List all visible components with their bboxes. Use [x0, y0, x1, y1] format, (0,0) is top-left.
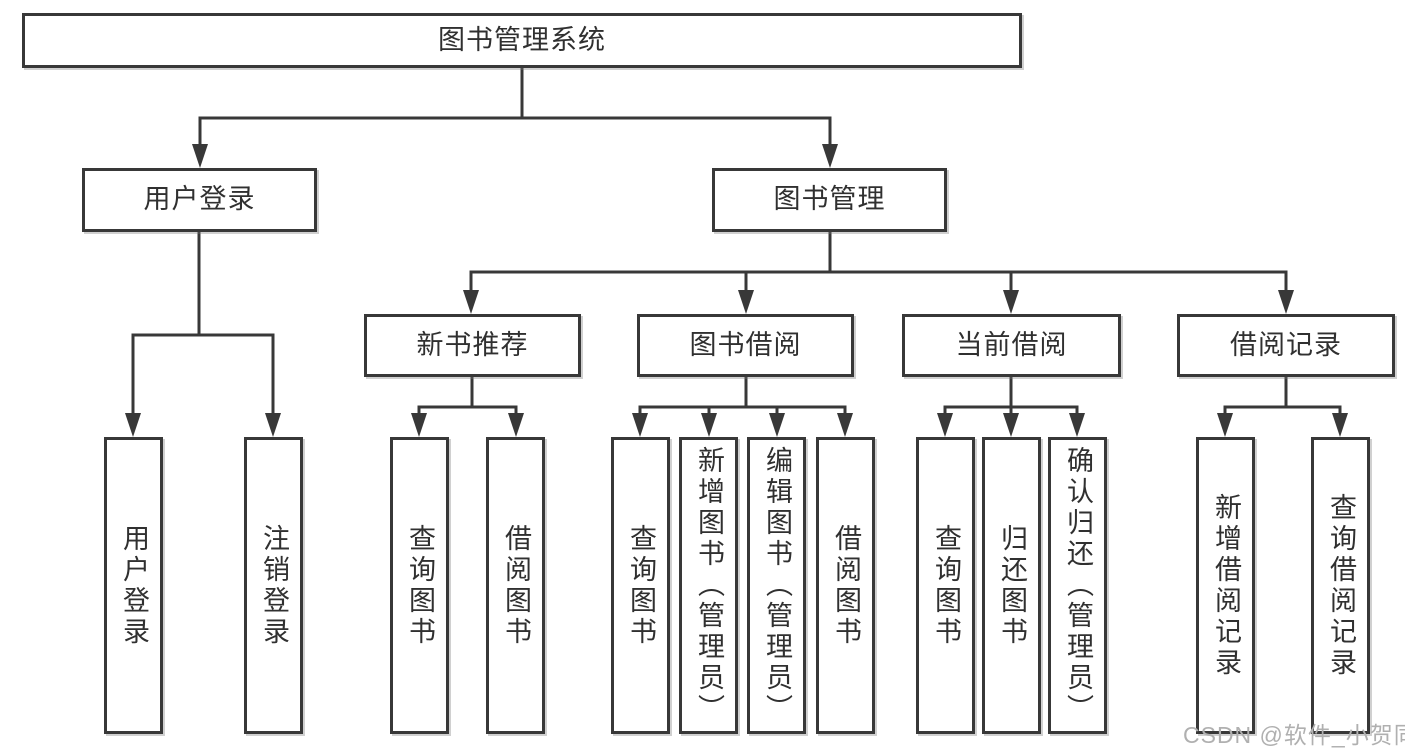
connector-book-management-to-level3 — [463, 232, 1294, 314]
arrow-head-icon — [1217, 413, 1233, 437]
connector-new-book-recommend-to-leaves — [411, 377, 524, 437]
node-label: 当前借阅 — [955, 329, 1068, 360]
connector-root-to-level2 — [192, 68, 838, 168]
arrow-head-icon — [937, 413, 953, 437]
leaf-borrow-books-recommend: 借阅图书 — [486, 437, 545, 734]
node-label: 借阅图书 — [501, 523, 531, 648]
node-label: 借阅记录 — [1230, 329, 1342, 360]
node-label: 新增图书（管理员） — [694, 446, 724, 725]
arrow-head-icon — [265, 413, 281, 437]
leaf-confirm-return-admin: 确认归还（管理员） — [1048, 437, 1107, 734]
edge-line — [417, 377, 518, 415]
node-label: 查询借阅记录 — [1326, 492, 1356, 679]
arrow-head-icon — [1003, 290, 1019, 314]
leaf-query-books-current: 查询图书 — [916, 437, 975, 734]
node-current-borrowing: 当前借阅 — [902, 314, 1121, 377]
node-label: 编辑图书（管理员） — [762, 446, 792, 725]
arrow-head-icon — [769, 413, 785, 437]
node-label: 注销登录 — [259, 523, 289, 648]
connector-current-borrowing-to-leaves — [937, 377, 1085, 437]
node-label: 确认归还（管理员） — [1063, 446, 1093, 725]
connector-book-borrowing-to-leaves — [632, 377, 853, 437]
node-label: 借阅图书 — [831, 523, 861, 648]
connector-borrowing-records-to-leaves — [1217, 377, 1348, 437]
arrow-head-icon — [1332, 413, 1348, 437]
arrow-head-icon — [701, 413, 717, 437]
leaf-user-login: 用户登录 — [104, 437, 163, 734]
connector-user-login-to-leaves — [125, 232, 281, 437]
node-label: 查询图书 — [931, 523, 961, 648]
edge-line — [943, 377, 1079, 415]
node-book-borrowing: 图书借阅 — [637, 314, 854, 377]
node-new-book-recommend: 新书推荐 — [364, 314, 581, 377]
arrow-head-icon — [738, 290, 754, 314]
node-label: 新书推荐 — [416, 329, 529, 360]
csdn-watermark: CSDN @软件_小贺同学 — [1183, 722, 1405, 748]
edge-line — [198, 68, 832, 146]
leaf-edit-books-admin: 编辑图书（管理员） — [747, 437, 806, 734]
edge-line — [131, 232, 275, 415]
leaf-query-books-recommend: 查询图书 — [390, 437, 449, 734]
edge-line — [1223, 377, 1342, 415]
arrow-head-icon — [822, 144, 838, 168]
leaf-borrow-books: 借阅图书 — [816, 437, 875, 734]
node-user-login: 用户登录 — [82, 168, 317, 232]
arrow-head-icon — [508, 413, 524, 437]
arrow-head-icon — [1003, 413, 1019, 437]
arrow-head-icon — [1278, 290, 1294, 314]
node-label: 查询图书 — [626, 523, 656, 648]
node-borrowing-records: 借阅记录 — [1177, 314, 1395, 377]
leaf-query-borrow-record: 查询借阅记录 — [1311, 437, 1370, 734]
arrow-head-icon — [632, 413, 648, 437]
arrow-head-icon — [192, 144, 208, 168]
node-label: 用户登录 — [119, 523, 149, 648]
node-label: 图书管理 — [773, 184, 886, 215]
leaf-return-books: 归还图书 — [982, 437, 1041, 734]
edge-line — [469, 232, 1288, 292]
node-label: 归还图书 — [997, 523, 1027, 648]
arrow-head-icon — [837, 413, 853, 437]
node-label: 新增借阅记录 — [1211, 492, 1241, 679]
node-label: 图书借阅 — [689, 329, 802, 360]
node-label: 用户登录 — [143, 184, 256, 215]
node-root-system: 图书管理系统 — [22, 13, 1022, 68]
edge-line — [638, 377, 847, 415]
arrow-head-icon — [463, 290, 479, 314]
leaf-query-books-borrowing: 查询图书 — [611, 437, 670, 734]
arrow-head-icon — [1069, 413, 1085, 437]
leaf-logout: 注销登录 — [244, 437, 303, 734]
arrow-head-icon — [411, 413, 427, 437]
node-label: 图书管理系统 — [438, 24, 606, 55]
node-book-management: 图书管理 — [712, 168, 947, 232]
node-label: 查询图书 — [405, 523, 435, 648]
leaf-add-borrow-record: 新增借阅记录 — [1196, 437, 1255, 734]
arrow-head-icon — [125, 413, 141, 437]
leaf-add-books-admin: 新增图书（管理员） — [679, 437, 738, 734]
